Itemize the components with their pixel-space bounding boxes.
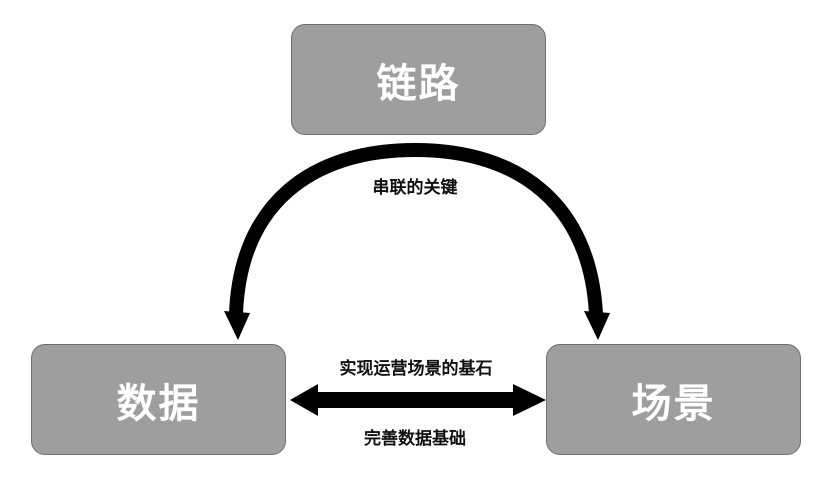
arc-label: 串联的关键 bbox=[372, 178, 458, 198]
arc-arrowhead-left bbox=[224, 311, 250, 340]
horizontal-arrowhead-right bbox=[513, 384, 546, 416]
arc-arrow-shaft bbox=[229, 142, 603, 315]
node-link: 链路 bbox=[291, 24, 546, 135]
arc-arrowhead-right bbox=[584, 311, 610, 340]
node-data: 数据 bbox=[31, 344, 286, 455]
horizontal-arrow-shaft bbox=[315, 392, 515, 408]
horizontal-top-label: 实现运营场景的基石 bbox=[339, 359, 493, 379]
node-scene: 场景 bbox=[546, 344, 801, 455]
horizontal-bottom-label: 完善数据基础 bbox=[364, 429, 466, 449]
horizontal-arrowhead-left bbox=[290, 384, 318, 416]
